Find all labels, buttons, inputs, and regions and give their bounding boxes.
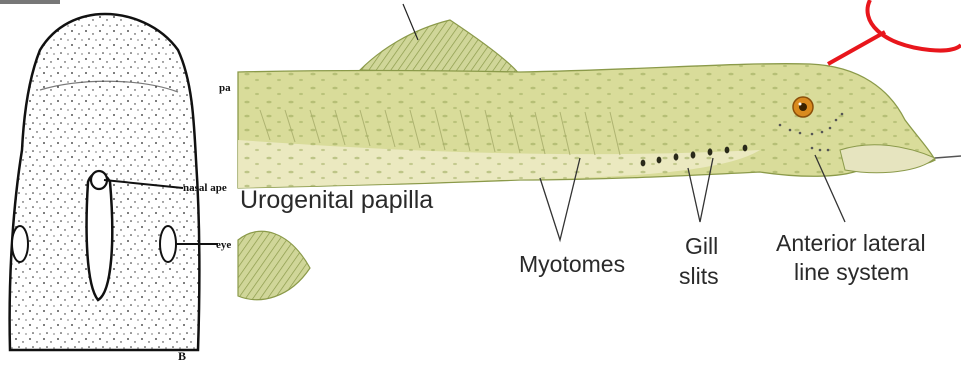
anterior-label-line2: line system [794,259,909,285]
figure-letter: B [178,349,186,363]
eye-label: eye [216,239,231,251]
cut-label-pa: pa [219,82,231,94]
myotomes-label: Myotomes [519,251,625,277]
anterior-label-line1: Anterior lateral [776,230,926,256]
nasal-label: nasal ape [183,182,227,194]
left-eye [12,226,28,262]
gill-label-line2: slits [679,263,719,289]
urogenital-papilla-label: Urogenital papilla [240,186,433,214]
cut-caption-fragment [0,0,60,4]
nasal-aperture [87,173,113,300]
gill-label-line1: Gill [685,233,718,259]
right-eye [160,226,176,262]
lamprey-lateral-view: Urogenital papilla Myotomes Gill slits A… [238,0,961,367]
head-dorsal-view: nasal ape eye B pa [0,0,238,367]
